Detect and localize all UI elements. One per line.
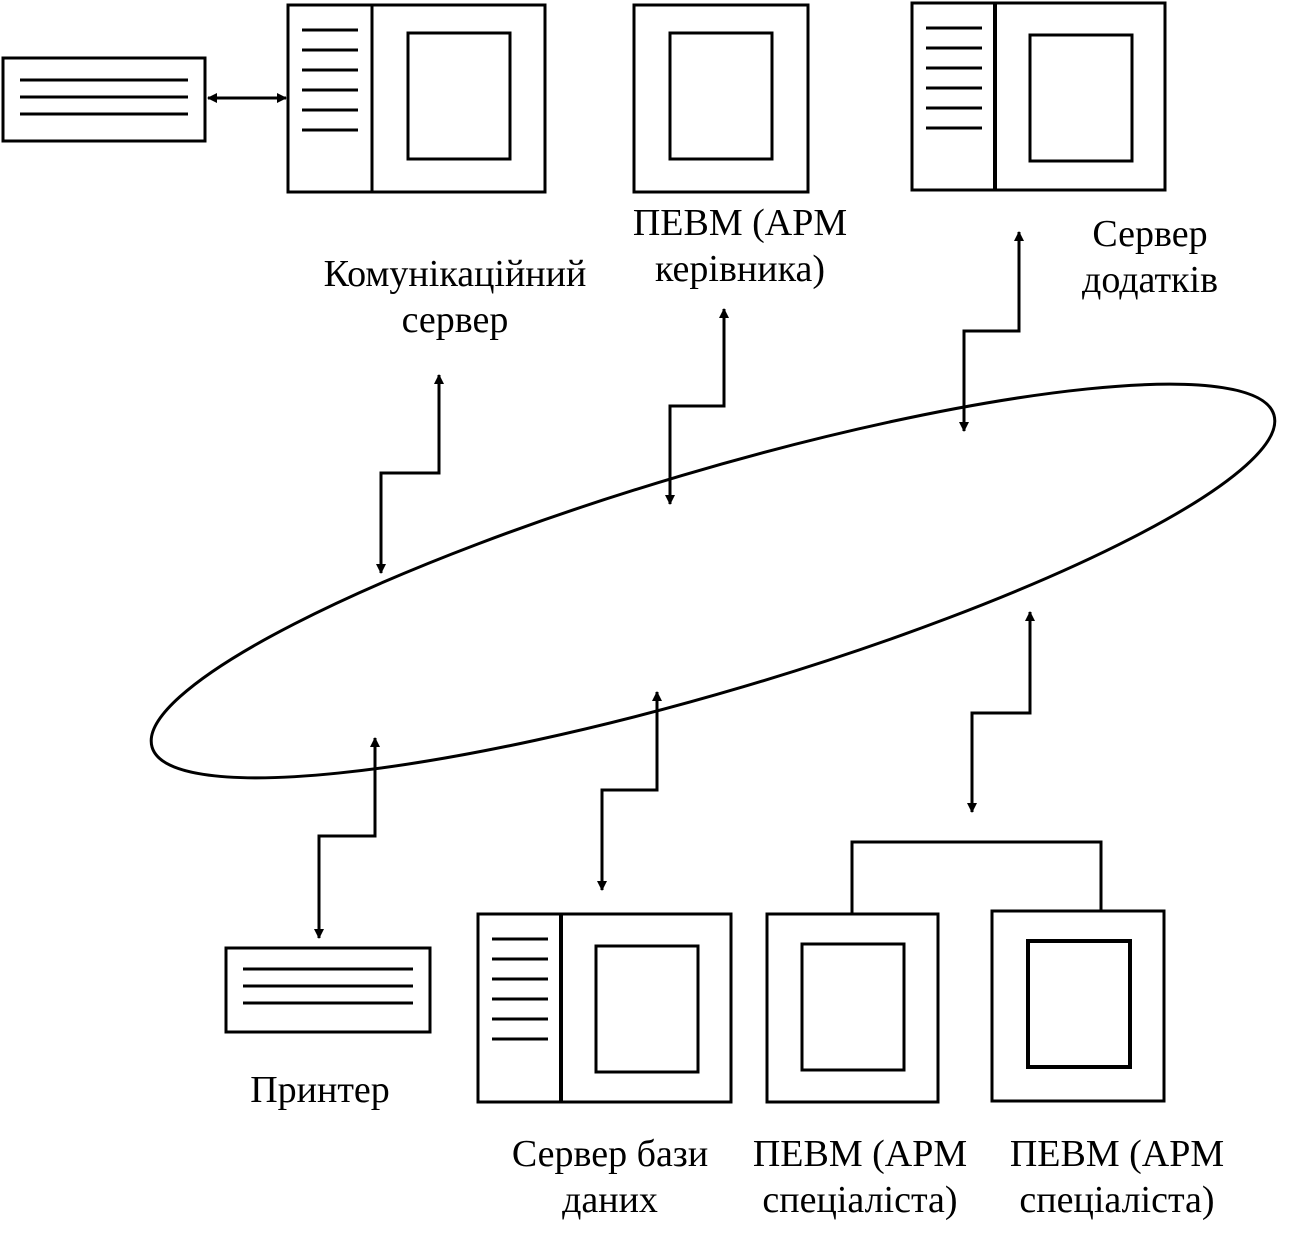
db-server-label-line1: Сервер бази — [511, 1133, 709, 1175]
specialist-pcs-link-arrow — [967, 611, 1035, 813]
specialist-pc-2-label-line1: ПЕВМ (АРМ — [1009, 1133, 1225, 1175]
comm-server-label-line1: Комунікаційний — [323, 253, 587, 295]
app-server-label-line2: додатків — [1081, 259, 1219, 301]
printer-label: Принтер — [220, 1067, 420, 1113]
comm-server-link-arrow — [376, 374, 444, 574]
manager-pc-label: ПЕВМ (АРМ керівника) — [600, 200, 880, 292]
external-device-icon — [1, 56, 207, 143]
printer-link-arrow — [314, 737, 380, 939]
specialist-pcs-bracket — [850, 840, 1103, 914]
specialist-pc-2-label: ПЕВМ (АРМ спеціаліста) — [992, 1131, 1242, 1223]
printer-label-line1: Принтер — [250, 1069, 390, 1111]
specialist-pc-1-icon — [765, 912, 940, 1104]
app-server-label: Сервер додатків — [1040, 211, 1260, 303]
comm-server-label-line2: сервер — [401, 299, 509, 341]
db-server-link-arrow — [597, 691, 662, 891]
app-server-link-arrow — [959, 231, 1024, 432]
manager-pc-icon — [632, 3, 810, 194]
manager-pc-label-line2: керівника) — [655, 248, 825, 290]
specialist-pc-1-label-line2: спеціаліста) — [762, 1179, 958, 1221]
specialist-pc-2-label-line2: спеціаліста) — [1019, 1179, 1215, 1221]
specialist-pc-2-icon — [990, 909, 1166, 1103]
printer-icon — [224, 946, 432, 1034]
db-server-label-line2: даних — [562, 1179, 658, 1221]
manager-pc-label-line1: ПЕВМ (АРМ — [632, 202, 848, 244]
comm-server-icon — [286, 3, 547, 194]
app-server-label-line1: Сервер — [1092, 213, 1208, 255]
specialist-pc-1-label-line1: ПЕВМ (АРМ — [752, 1133, 968, 1175]
app-server-icon — [910, 1, 1167, 192]
db-server-label: Сервер бази даних — [490, 1131, 730, 1223]
manager-pc-link-arrow — [665, 308, 729, 505]
db-server-icon — [476, 912, 733, 1104]
specialist-pc-1-label: ПЕВМ (АРМ спеціаліста) — [735, 1131, 985, 1223]
network-bus-ellipse — [149, 382, 1277, 780]
comm-server-label: Комунікаційний сервер — [300, 251, 610, 343]
